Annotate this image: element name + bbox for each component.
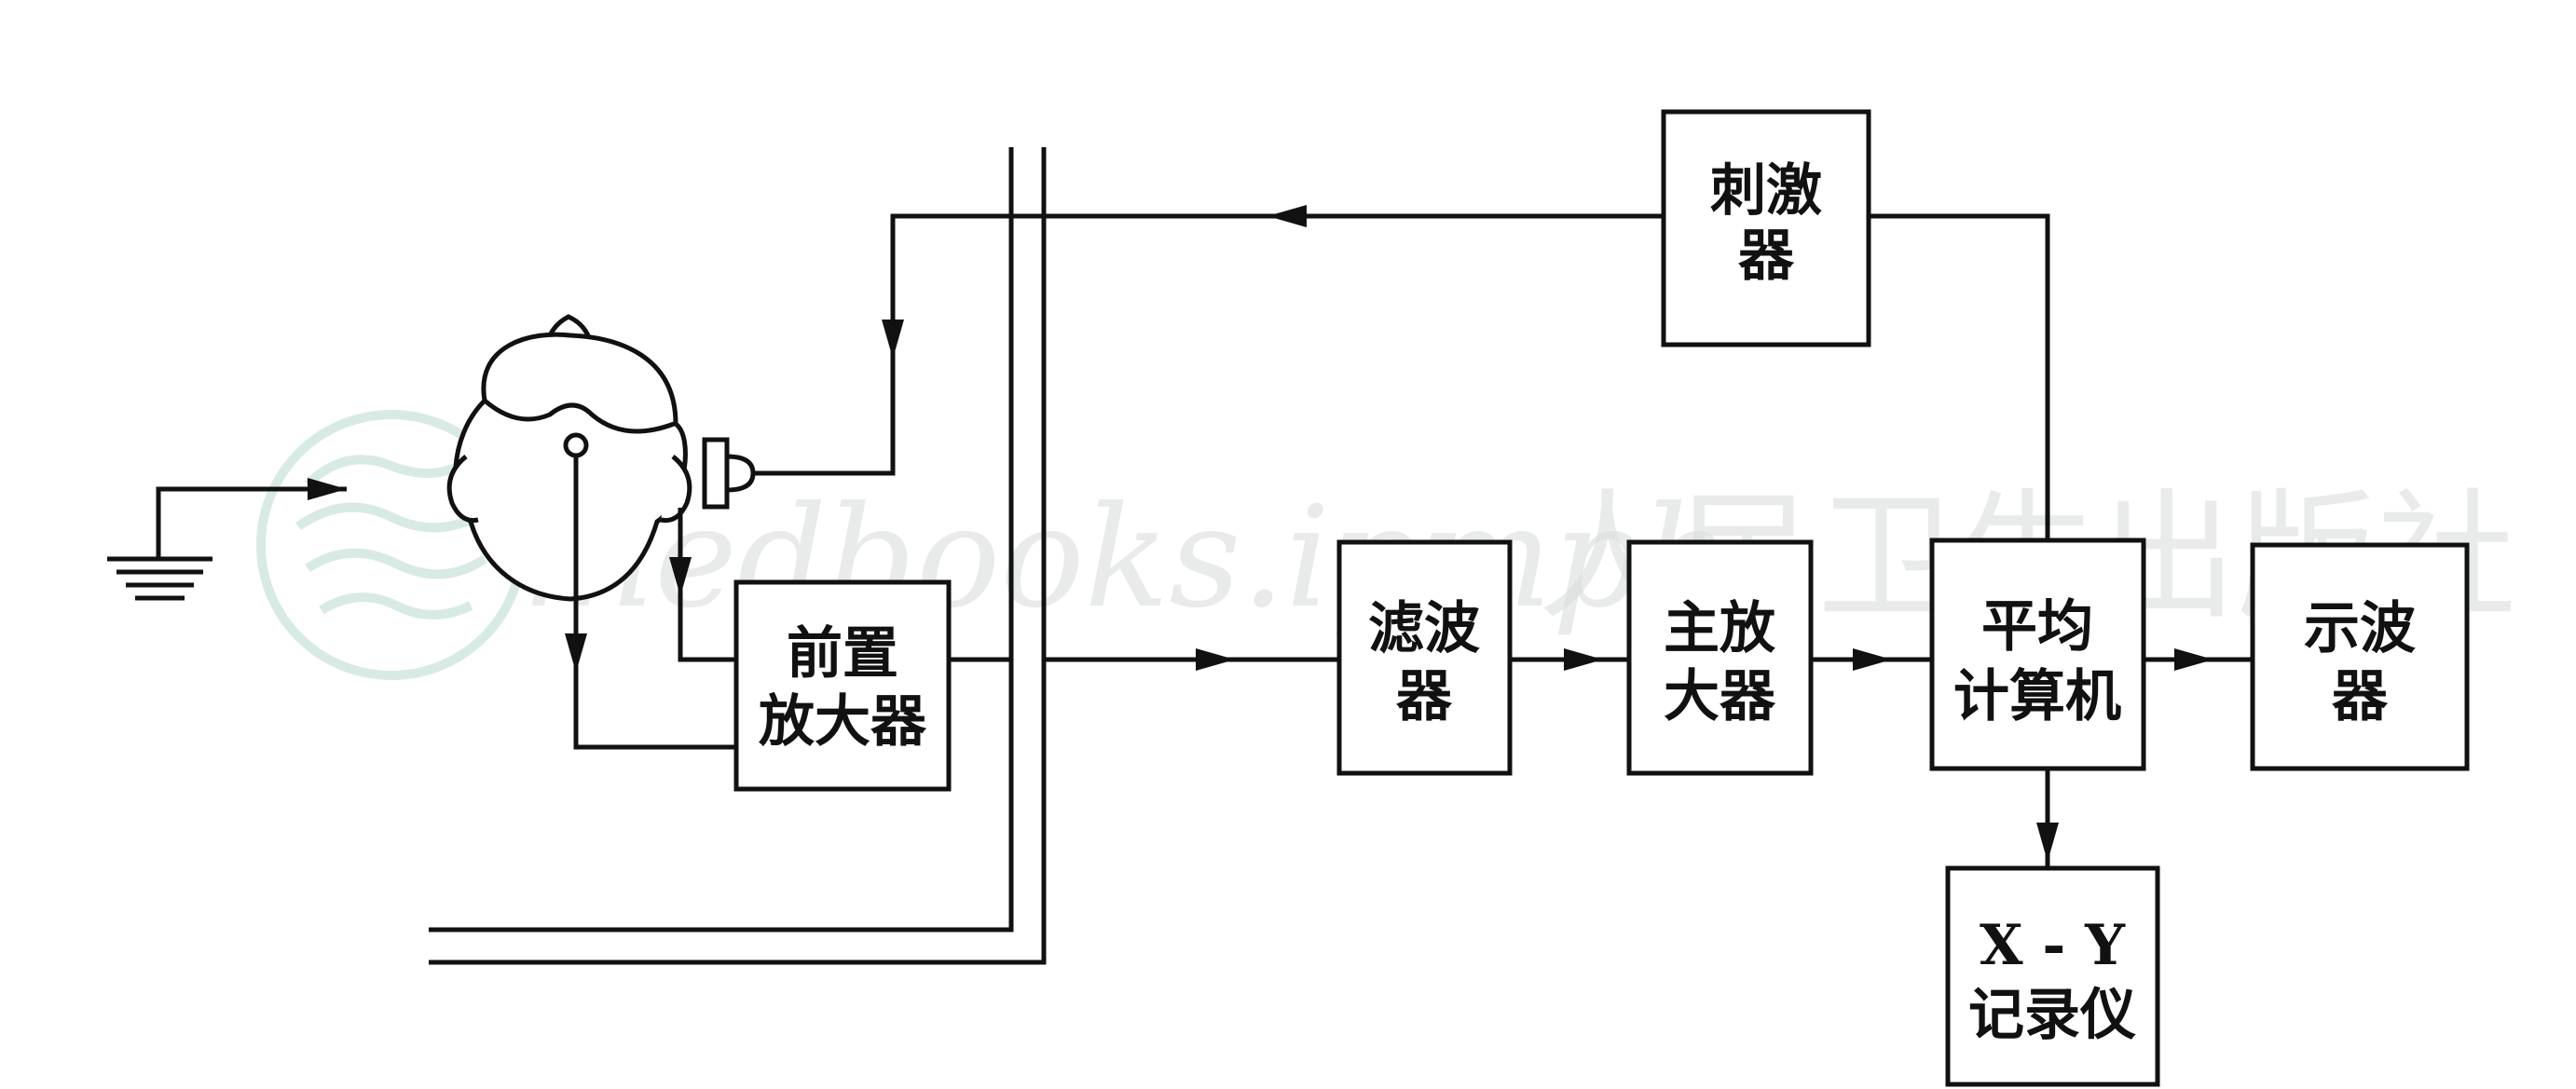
wire-averager-to-stimulator: [1869, 213, 2050, 540]
arrow-to-filter: [1196, 648, 1235, 671]
block-filter: 滤波 器: [1336, 539, 1513, 776]
wire-head-to-ground: [156, 486, 347, 559]
shield-wall: [429, 147, 1047, 965]
block-oscilloscope-line-2: 器: [2332, 664, 2389, 729]
wire-vertex-to-preamp: [573, 652, 736, 750]
block-stimulator: 刺激 器: [1661, 109, 1871, 347]
block-stimulator-line-2: 器: [1738, 224, 1795, 289]
wires: [565, 205, 2253, 868]
arrow-ground: [308, 478, 347, 500]
arrow-stimulator-left: [1267, 205, 1307, 227]
block-oscilloscope-line-1: 示波: [2304, 596, 2416, 661]
watermark-text: medbooks.ipmph.: [522, 477, 1776, 639]
block-averager-line-1: 平均: [1981, 594, 2093, 660]
arrow-vertex: [565, 633, 587, 673]
shield-wall-inner-line: [429, 147, 1014, 932]
block-filter-line-1: 滤波: [1368, 596, 1480, 661]
shield-wall-outer-line: [429, 147, 1047, 965]
earphone-icon: [702, 437, 756, 510]
block-preamp-line-1: 前置: [787, 621, 898, 687]
block-xy-recorder-line-1: X - Y: [1980, 913, 2126, 978]
arrow-ear-electrode: [669, 557, 692, 596]
block-main-amp-line-2: 大器: [1664, 664, 1776, 729]
ground-icon: [107, 478, 347, 601]
arrow-to-oscilloscope: [2174, 648, 2213, 671]
block-preamp-line-2: 放大器: [759, 689, 927, 755]
block-averaging-computer: 平均 计算机: [1929, 538, 2146, 771]
block-main-amplifier: 主放 大器: [1626, 539, 1814, 776]
block-oscilloscope: 示波 器: [2250, 542, 2470, 771]
arrow-earphone-down: [882, 320, 904, 359]
block-averager-line-2: 计算机: [1953, 664, 2121, 729]
block-preamp: 前置 放大器: [733, 579, 952, 792]
block-xy-recorder: X - Y 记录仪: [1945, 865, 2160, 1087]
arrow-to-main-amp: [1564, 648, 1603, 671]
block-stimulator-line-1: 刺激: [1710, 158, 1822, 224]
block-xy-recorder-line-2: 记录仪: [1968, 983, 2136, 1048]
block-filter-line-2: 器: [1396, 664, 1453, 729]
block-main-amp-line-1: 主放: [1664, 596, 1775, 661]
subject-head-icon: [446, 314, 692, 652]
arrow-to-xy-recorder: [2036, 823, 2059, 862]
vertex-electrode-icon: [563, 432, 589, 458]
arrow-to-averager: [1853, 648, 1892, 671]
